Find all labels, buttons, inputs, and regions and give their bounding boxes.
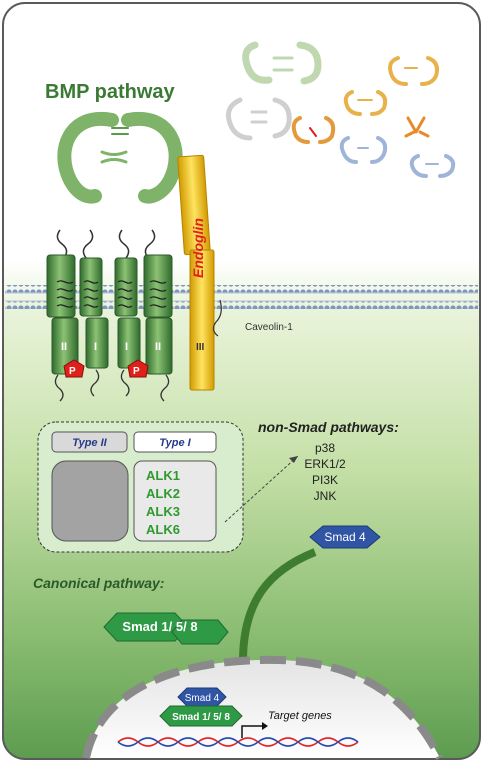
caveolin: Caveolin-1: [212, 299, 293, 337]
type1-domain-label: I: [125, 341, 128, 353]
type2-header: Type II: [72, 437, 107, 449]
non-smad-item: p38: [315, 441, 335, 455]
ligand-dimer-orange-3: [291, 116, 336, 144]
smad4-nucleus: Smad 4: [177, 687, 227, 707]
alk-item: ALK6: [146, 522, 180, 537]
canonical-title: Canonical pathway:: [33, 575, 164, 591]
alk-item: ALK2: [146, 486, 180, 501]
phospho-label: P: [69, 366, 76, 377]
non-smad-item: JNK: [314, 489, 337, 503]
smad4-cytoplasm: Smad 4: [309, 525, 381, 549]
ligand-dimers-background: [225, 41, 456, 178]
target-genes-label: Target genes: [268, 710, 332, 722]
ligand-dimer-orange-1: [388, 56, 439, 86]
non-smad-title: non-Smad pathways:: [258, 419, 399, 435]
endoglin-label: Endoglin: [190, 218, 206, 278]
smad158-cytoplasm: Smad 1/ 5/ 8: [103, 612, 229, 645]
receptor-type1-right: I: [114, 229, 141, 369]
smad158-label: Smad 1/ 5/ 8: [122, 619, 197, 634]
non-smad-item: PI3K: [312, 473, 338, 487]
smad158-nucleus: Smad 1/ 5/ 8: [159, 705, 243, 727]
ligand-dimer-grey-faded: [225, 97, 292, 141]
smad4-label: Smad 4: [324, 530, 366, 544]
type1-header: Type I: [159, 437, 191, 449]
phospho-right: P: [127, 359, 149, 378]
type2-domain-label: II: [61, 341, 67, 353]
type1-domain-label: I: [94, 341, 97, 353]
endoglin-coreceptor: Endoglin III: [177, 154, 215, 391]
ligand-dimer-orange-4: [404, 116, 430, 138]
smad4-nucleus-label: Smad 4: [185, 693, 220, 704]
alk-item: ALK1: [146, 468, 180, 483]
caveolin-label: Caveolin-1: [245, 322, 293, 333]
nucleus: Smad 4 Smad 1/ 5/ 8 Target genes: [82, 655, 444, 760]
type2-domain-label: II: [155, 341, 161, 353]
alk-item: ALK3: [146, 504, 180, 519]
ligand-dimer-blue-2: [409, 154, 456, 178]
phospho-left: P: [63, 359, 85, 378]
receptor-type1-left: I: [79, 229, 109, 369]
ligand-dimer-blue-1: [339, 136, 388, 164]
non-smad-item: ERK1/2: [304, 457, 346, 471]
receptor-type2-left: II: [46, 229, 79, 375]
endoglin-domain-label: III: [196, 342, 205, 353]
receptor-complex: II I I II P: [46, 229, 173, 402]
smad158-nucleus-label: Smad 1/ 5/ 8: [172, 712, 230, 723]
intracellular-tails: [54, 369, 170, 402]
transmembrane-coils: [56, 280, 167, 308]
transcription-arrow: [241, 722, 268, 738]
page-title: BMP pathway: [45, 81, 176, 103]
receptor-type2-right: II: [143, 229, 173, 375]
phospho-label: P: [133, 366, 140, 377]
receptor-type-table: Type II Type I ALK1 ALK2 ALK3 ALK6: [37, 421, 244, 553]
dna-strands: [117, 737, 359, 747]
ligand-dimer-orange-2: [343, 90, 388, 116]
bmp-ligand-dimer: [57, 111, 183, 204]
non-smad-pathways: non-Smad pathways: p38 ERK1/2 PI3K JNK: [224, 419, 399, 523]
ligand-dimer-green-faded: [242, 41, 322, 85]
